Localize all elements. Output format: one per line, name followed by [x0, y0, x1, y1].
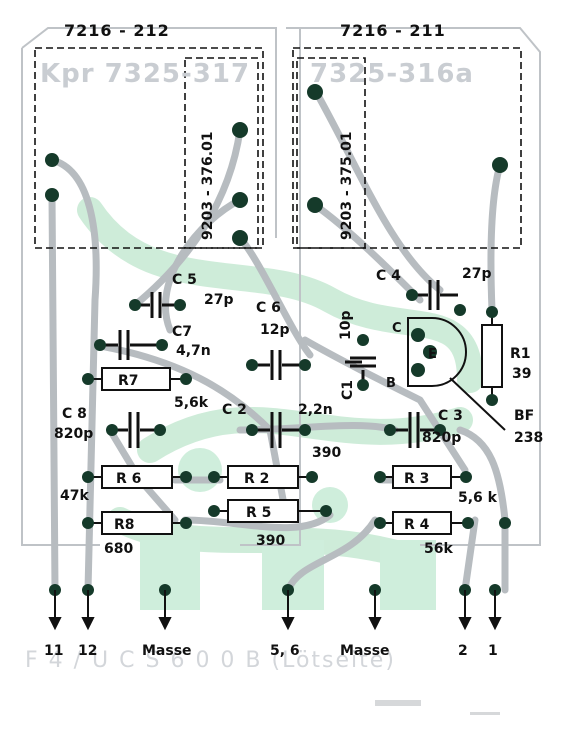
module-right-label: 9203 - 375.01 — [339, 131, 355, 240]
board-left-label: 7216 - 212 — [64, 21, 170, 40]
label-c1-val: 10p — [338, 310, 354, 340]
label-c7-val: 4,7n — [176, 343, 211, 359]
terminal-11: 11 — [44, 643, 63, 659]
label-r3-val: 5,6 k — [458, 490, 498, 506]
label-c5-ref: C 5 — [172, 272, 197, 288]
terminal-arrows — [48, 590, 502, 631]
label-c2-val: 2,2n — [298, 402, 333, 418]
label-c5-val: 27p — [204, 292, 234, 308]
transistor-type-line2: 238 — [514, 430, 543, 446]
label-r1-val: 39 — [512, 366, 531, 382]
label-r8-val: 680 — [104, 541, 133, 557]
terminal-labels: 11 12 Masse 5, 6 Masse 2 1 — [44, 643, 498, 659]
label-r5-val: 390 — [256, 533, 285, 549]
label-r7-val: 5,6k — [174, 395, 209, 411]
terminal-2: 2 — [458, 643, 468, 659]
label-r8-ref: R8 — [114, 517, 135, 533]
component-labels: C 5 27p C7 4,7n R7 5,6k C 6 12p C 8 820p… — [54, 266, 531, 557]
ghost-label-bottom: F 4 / U C S 6 0 0 B (Lötseite) — [25, 648, 396, 673]
label-c8-ref: C 8 — [62, 406, 87, 422]
label-c7-ref: C7 — [172, 324, 192, 340]
label-r2-val: 390 — [312, 445, 341, 461]
label-r7-ref: R7 — [118, 373, 139, 389]
scan-artifact — [375, 700, 500, 715]
transistor-pin-b: B — [386, 376, 396, 391]
label-r4-val: 56k — [424, 541, 453, 557]
terminal-masse-left: Masse — [142, 643, 192, 659]
ghost-label-left: Kpr 7325-317 — [40, 59, 250, 89]
label-c6-ref: C 6 — [256, 300, 281, 316]
transistor-pin-c: C — [392, 321, 402, 336]
label-r3-ref: R 3 — [404, 471, 429, 487]
module-left-label: 9203 - 376.01 — [200, 131, 216, 240]
transistor-type-line1: BF — [514, 408, 534, 424]
label-r6-val: 47k — [60, 488, 89, 504]
label-r2-ref: R 2 — [244, 471, 269, 487]
terminal-1: 1 — [488, 643, 498, 659]
ghost-label-right: 7325-316a — [310, 59, 474, 89]
board-outlines — [21, 27, 541, 546]
label-r6-ref: R 6 — [116, 471, 141, 487]
grey-traces — [48, 86, 509, 594]
label-c4-ref: C 4 — [376, 268, 401, 284]
terminal-masse-right: Masse — [340, 643, 390, 659]
module-outlines — [34, 47, 522, 249]
label-c1-ref: C1 — [340, 380, 356, 400]
board-right-label: 7216 - 211 — [340, 21, 446, 40]
label-r4-ref: R 4 — [404, 517, 430, 533]
transistor-labels: C E B BF 238 — [386, 321, 543, 446]
label-c3-val: 820p — [422, 430, 461, 446]
label-r5-ref: R 5 — [246, 505, 271, 521]
label-c8-val: 820p — [54, 426, 93, 442]
label-c6-val: 12p — [260, 322, 290, 338]
label-c2-ref: C 2 — [222, 402, 247, 418]
transistor-pin-e: E — [428, 347, 437, 362]
resistor-symbols — [101, 324, 503, 535]
label-c3-ref: C 3 — [438, 408, 463, 424]
transistor-outline — [407, 317, 506, 431]
terminal-5-6: 5, 6 — [270, 643, 300, 659]
terminal-12: 12 — [78, 643, 97, 659]
label-r1-ref: R1 — [510, 346, 531, 362]
label-c4-val: 27p — [462, 266, 492, 282]
capacitor-symbols — [105, 280, 458, 448]
